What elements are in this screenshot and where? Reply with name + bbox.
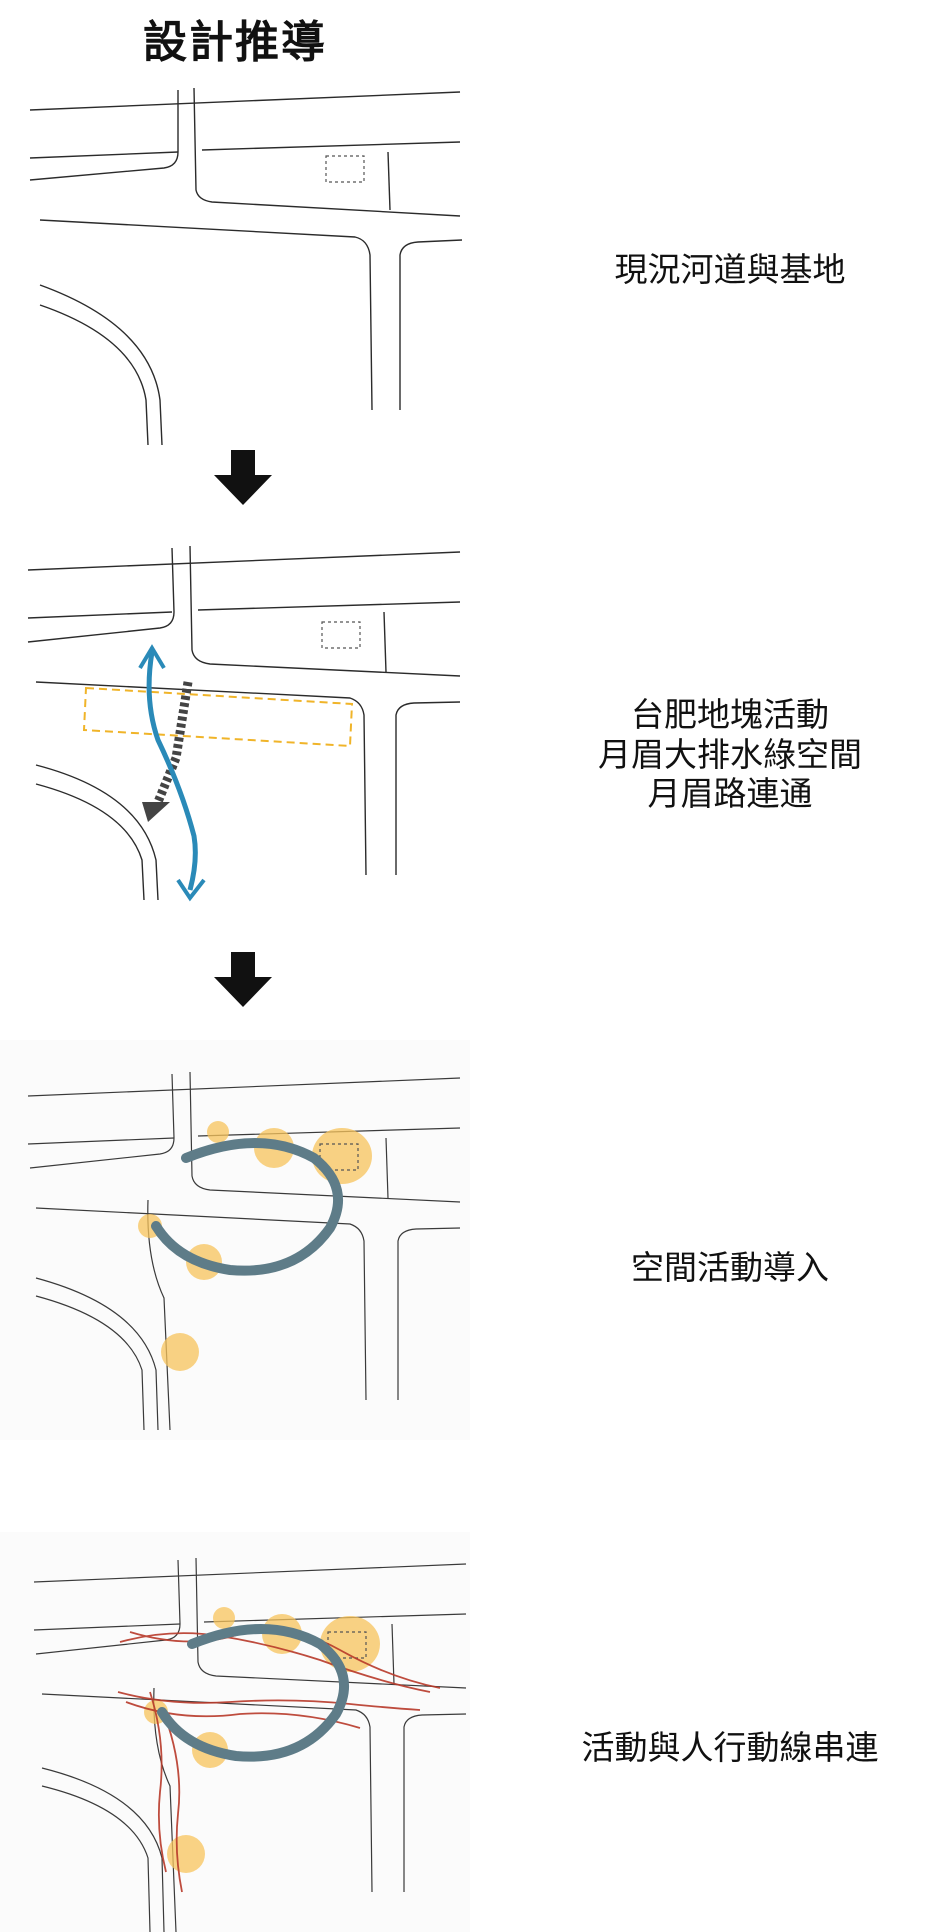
diagram-activity-introduction [0, 1040, 470, 1440]
down-arrow-icon [214, 952, 272, 1007]
step-caption: 台肥地塊活動 月眉大排水綠空間 月眉路連通 [560, 695, 900, 814]
page-title: 設計推導 [143, 17, 327, 68]
step-caption: 現況河道與基地 [614, 250, 846, 289]
step-caption: 活動與人行動線串連 [581, 1728, 879, 1767]
diagram-pedestrian-connection [0, 1532, 470, 1932]
caption-line: 月眉路連通 [647, 774, 813, 814]
diagram-existing-site [0, 80, 470, 450]
step-caption: 空間活動導入 [631, 1248, 829, 1287]
caption-line: 台肥地塊活動 [631, 695, 829, 734]
diagram-connections [0, 540, 470, 920]
caption-line: 月眉大排水綠空間 [598, 734, 862, 774]
down-arrow-icon [214, 450, 272, 505]
